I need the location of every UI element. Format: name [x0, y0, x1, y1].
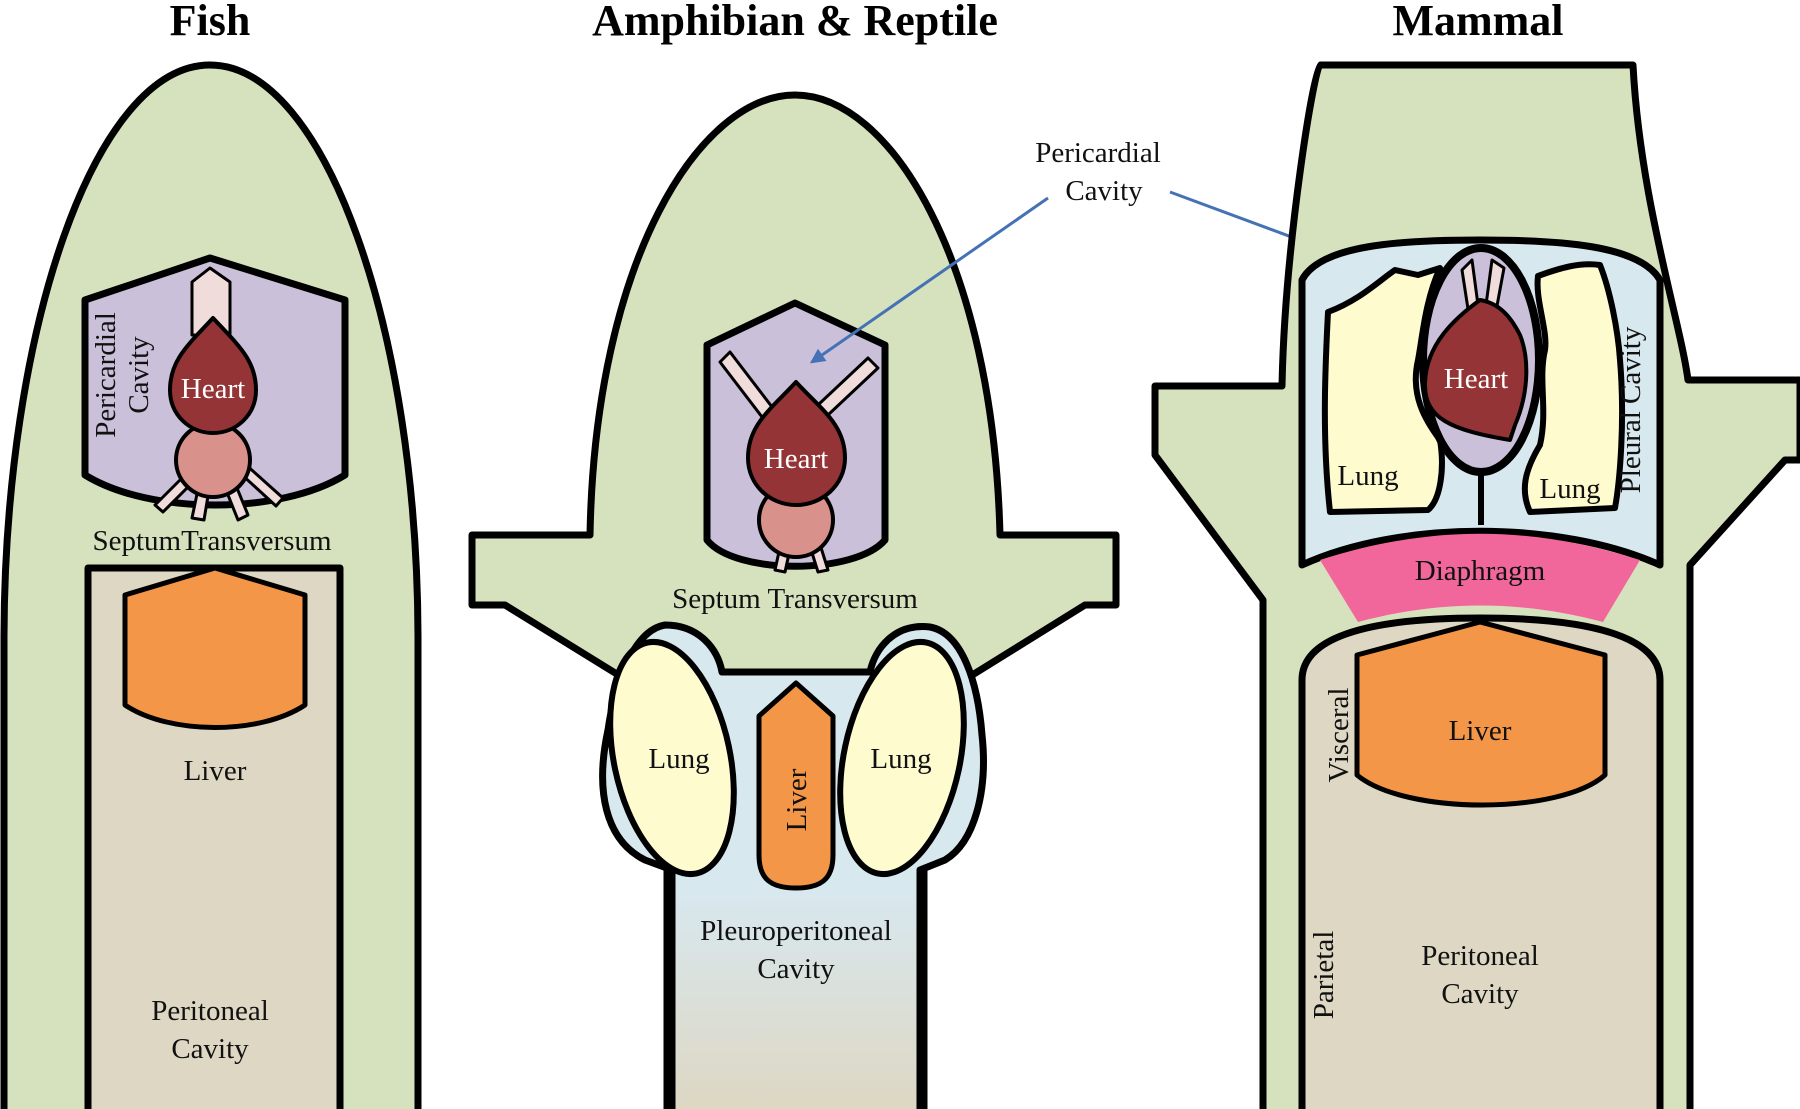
mammal-liver: [1354, 619, 1608, 808]
fish-peritoneal-label-1: Peritoneal: [151, 995, 269, 1027]
mammal-heart: [1423, 298, 1529, 442]
amphibian-panel: Amphibian & Reptile Heart Septum Transve…: [468, 0, 1120, 1109]
amphibian-body: [468, 91, 1120, 1109]
fish-heart: [168, 316, 258, 435]
fish-pericardial-label-1: Pericardial: [90, 312, 122, 438]
amphibian-lung-left-label: Lung: [648, 743, 709, 775]
fish-panel: Fish Heart Pericardial Cavity SeptumTran…: [0, 0, 422, 1109]
fish-pericardial-label-2: Cavity: [123, 336, 155, 414]
mammal-liver-label: Liver: [1449, 715, 1512, 747]
mammal-peritoneal-label-1: Peritoneal: [1421, 940, 1539, 972]
mammal-lung-right-label: Lung: [1539, 473, 1600, 505]
callout-label-1: Pericardial: [1035, 137, 1161, 169]
amphibian-liver: [756, 680, 836, 891]
callout-label-2: Cavity: [1065, 175, 1143, 207]
fish-septum-label: SeptumTransversum: [93, 525, 332, 557]
amphibian-lung-right-label: Lung: [870, 743, 931, 775]
mammal-lung-left: [1321, 265, 1445, 515]
mammal-heart-label: Heart: [1444, 363, 1508, 395]
fish-title: Fish: [170, 0, 251, 45]
mammal-panel: Mammal Heart Lung Lung Pleural Cavity Di…: [1151, 0, 1800, 1109]
mammal-visceral-label: Visceral: [1323, 688, 1355, 783]
amphibian-liver-label: Liver: [781, 768, 813, 831]
amphibian-lung-left: [607, 638, 737, 878]
amphibian-heart-label: Heart: [764, 443, 828, 475]
mammal-diaphragm: [1320, 533, 1640, 622]
amphibian-pleuroperitoneal-label-2: Cavity: [757, 953, 835, 985]
amphibian-title: Amphibian & Reptile: [592, 0, 998, 45]
mammal-diaphragm-label: Diaphragm: [1415, 555, 1546, 587]
fish-outflow-vessel: [190, 266, 232, 337]
mammal-lung-left-label: Lung: [1337, 460, 1398, 492]
amphibian-pleuroperitoneal-label-1: Pleuroperitoneal: [700, 915, 892, 947]
fish-heart-label: Heart: [181, 373, 245, 405]
mammal-pleural-label: Pleural Cavity: [1615, 326, 1647, 493]
fish-peritoneal-label-2: Cavity: [171, 1033, 249, 1065]
mammal-title: Mammal: [1392, 0, 1563, 45]
mammal-parietal-label: Parietal: [1308, 931, 1340, 1020]
mammal-lung-right: [1521, 261, 1626, 515]
fish-liver-label: Liver: [184, 755, 247, 787]
fish-liver: [122, 565, 308, 730]
amphibian-lung-right: [837, 638, 967, 878]
amphibian-septum-label: Septum Transversum: [672, 583, 918, 615]
pericardial-callout: Pericardial Cavity: [809, 137, 1443, 364]
mammal-peritoneal-label-2: Cavity: [1441, 978, 1519, 1010]
amphibian-heart: [746, 380, 847, 507]
callout-arrow-left: [809, 196, 1049, 364]
